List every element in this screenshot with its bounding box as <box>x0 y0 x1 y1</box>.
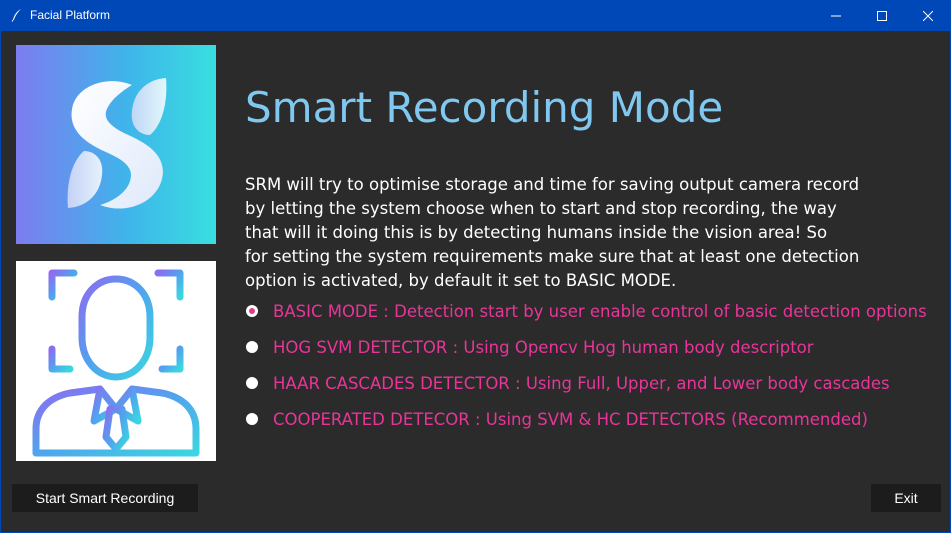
option-label: BASIC MODE : Detection start by user ena… <box>273 301 927 321</box>
option-basic-mode[interactable]: BASIC MODE : Detection start by user ena… <box>246 299 927 323</box>
exit-button[interactable]: Exit <box>871 484 941 512</box>
face-scan-icon <box>32 269 200 457</box>
mode-description: SRM will try to optimise storage and tim… <box>245 173 905 293</box>
app-logo <box>16 45 216 244</box>
option-hog-svm[interactable]: HOG SVM DETECTOR : Using Opencv Hog huma… <box>246 335 814 359</box>
close-icon <box>923 10 933 21</box>
option-cooperated[interactable]: COOPERATED DETECOR : Using SVM & HC DETE… <box>246 407 868 431</box>
radio-haar-cascades[interactable] <box>246 377 258 389</box>
description-line: option is activated, by default it set t… <box>245 271 677 290</box>
option-label: HOG SVM DETECTOR : Using Opencv Hog huma… <box>273 337 814 357</box>
radio-hog-svm[interactable] <box>246 341 258 353</box>
description-line: SRM will try to optimise storage and tim… <box>245 175 860 194</box>
feather-icon <box>11 9 21 22</box>
maximize-button[interactable] <box>859 0 905 31</box>
title-bar[interactable]: Facial Platform <box>0 0 951 31</box>
maximize-icon <box>877 10 887 21</box>
description-line: for setting the system requirements make… <box>245 247 860 266</box>
window-title: Facial Platform <box>30 8 111 22</box>
minimize-icon <box>831 15 841 16</box>
start-smart-recording-button[interactable]: Start Smart Recording <box>12 484 198 512</box>
radio-cooperated[interactable] <box>246 413 258 425</box>
option-label: HAAR CASCADES DETECTOR : Using Full, Upp… <box>273 373 890 393</box>
s-logo-icon <box>67 78 167 209</box>
description-line: by letting the system choose when to sta… <box>245 199 837 218</box>
option-label: COOPERATED DETECOR : Using SVM & HC DETE… <box>273 409 868 429</box>
window-client-area: Smart Recording Mode SRM will try to opt… <box>0 31 951 533</box>
option-haar-cascades[interactable]: HAAR CASCADES DETECTOR : Using Full, Upp… <box>246 371 890 395</box>
radio-basic-mode[interactable] <box>246 305 258 317</box>
minimize-button[interactable] <box>813 0 859 31</box>
close-button[interactable] <box>905 0 951 31</box>
page-title: Smart Recording Mode <box>245 83 724 132</box>
face-scan-image <box>16 261 216 461</box>
description-line: that will it doing this is by detecting … <box>245 223 828 242</box>
